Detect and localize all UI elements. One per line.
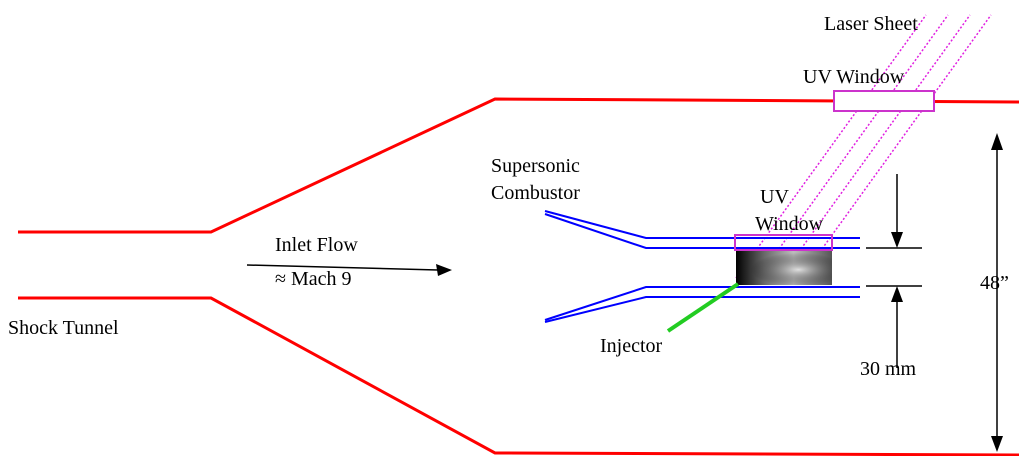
label-48in: 48” bbox=[980, 272, 1009, 294]
dim-48in-bottom-arrowhead bbox=[991, 436, 1003, 452]
label-injector: Injector bbox=[600, 335, 663, 357]
label-combustor: Combustor bbox=[491, 182, 580, 204]
label-shock-tunnel: Shock Tunnel bbox=[8, 317, 119, 339]
inlet-flow-arrowhead bbox=[436, 264, 452, 276]
label-laser-sheet: Laser Sheet bbox=[824, 13, 918, 35]
combustor-lower-inner bbox=[544, 286, 860, 321]
injector-line bbox=[666, 282, 740, 333]
combustor-upper-outer bbox=[544, 210, 860, 239]
dim-30mm-upper-arrowhead bbox=[891, 232, 903, 248]
label-inlet-flow: Inlet Flow bbox=[275, 234, 358, 256]
label-uv-window-mid-1: UV bbox=[760, 186, 789, 208]
combustor-upper-inner bbox=[544, 213, 860, 249]
tunnel-lower-wall bbox=[18, 296, 1019, 456]
combustion-plume-image bbox=[736, 251, 832, 285]
label-30mm: 30 mm bbox=[860, 358, 917, 380]
combustor-lower-outer bbox=[544, 296, 860, 323]
label-mach: ≈ Mach 9 bbox=[275, 268, 352, 290]
dim-48in-top-arrowhead bbox=[991, 133, 1003, 150]
uv-window-mid bbox=[734, 234, 833, 251]
label-uv-window-top: UV Window bbox=[803, 66, 905, 88]
shock-tunnel-walls bbox=[18, 97, 1019, 456]
inlet-flow-arrow-line bbox=[246, 264, 439, 271]
uv-window-top bbox=[833, 90, 935, 112]
label-supersonic: Supersonic bbox=[491, 155, 580, 177]
tunnel-upper-wall bbox=[18, 97, 1019, 234]
dim-30mm-lower-arrowhead bbox=[891, 286, 903, 302]
supersonic-combustor bbox=[544, 210, 860, 323]
annotations bbox=[246, 133, 1003, 452]
label-uv-window-mid-2: Window bbox=[755, 213, 824, 235]
